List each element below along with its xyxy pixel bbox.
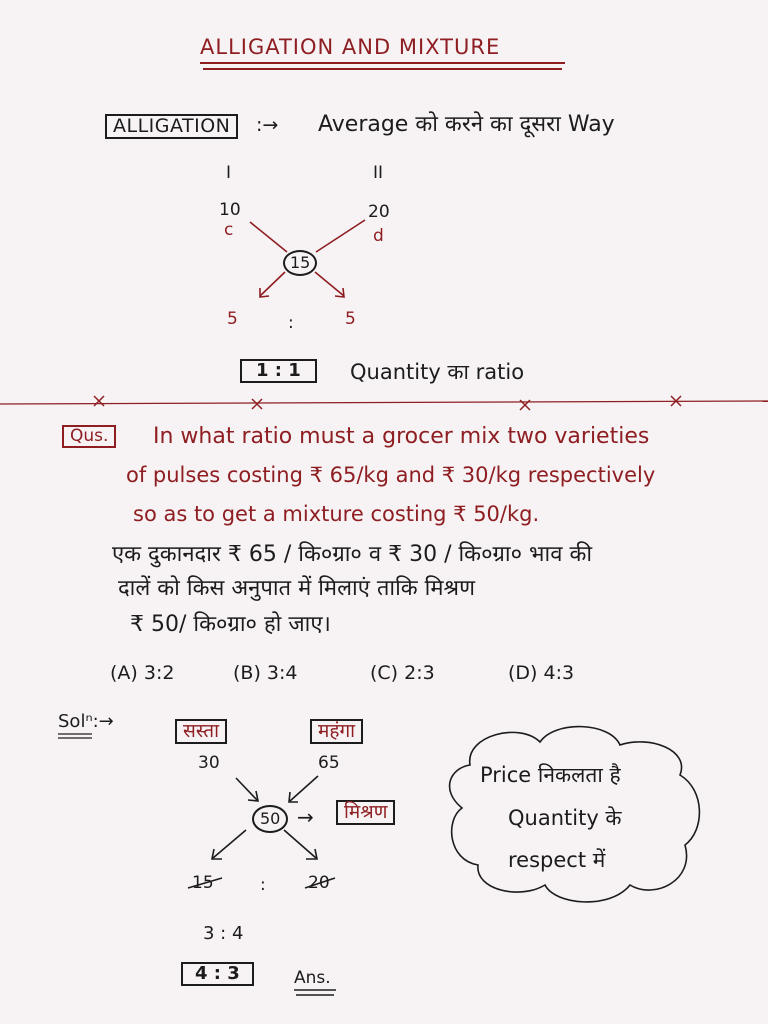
alligation-label: ALLIGATION <box>105 114 239 139</box>
option-b: (B) 3:4 <box>233 662 298 684</box>
solution-difference-left: 15 <box>192 873 214 893</box>
option-d: (D) 4:3 <box>508 662 575 684</box>
page-title: ALLIGATION AND MIXTURE <box>200 35 501 59</box>
answer-box: 4 : 3 <box>181 962 254 986</box>
question-hindi-line-3: ₹ 50/ कि०ग्रा० हो जाए। <box>130 612 331 637</box>
alligation-arrow: :→ <box>256 114 279 136</box>
question-line-2: of pulses costing ₹ 65/kg and ₹ 30/kg re… <box>126 463 656 487</box>
cheap-value: 30 <box>198 753 220 773</box>
solution-difference-right: 20 <box>308 873 330 893</box>
answer-label: Ans. <box>294 968 331 988</box>
question-line-1: In what ratio must a grocer mix two vari… <box>153 424 650 449</box>
mixture-arrow: → <box>297 805 314 829</box>
difference-right: 5 <box>345 309 356 329</box>
column-1-label: I <box>226 163 232 183</box>
cloud-note-line-2: Quantity के <box>508 806 622 830</box>
column-1-variable: c <box>224 220 234 240</box>
ratio-caption: Quantity का ratio <box>350 360 525 384</box>
ratio-box: 1 : 1 <box>240 359 317 383</box>
solution-mean-circle: 50 <box>252 805 289 833</box>
mixture-label-box: मिश्रण <box>336 800 396 825</box>
column-2-variable: d <box>373 226 384 246</box>
solution-label: Solⁿ:→ <box>58 711 114 732</box>
mean-value-circle: 15 <box>283 250 318 276</box>
column-2-label: II <box>373 163 384 183</box>
simplified-ratio: 3 : 4 <box>203 923 244 944</box>
question-hindi-line-2: दालें को किस अनुपात में मिलाएं ताकि मिश्… <box>118 576 476 601</box>
cheap-label-box: सस्ता <box>175 719 227 744</box>
column-2-value: 20 <box>368 202 390 222</box>
cloud-note-line-3: respect में <box>508 848 606 872</box>
option-a: (A) 3:2 <box>110 662 175 684</box>
option-c: (C) 2:3 <box>370 662 435 684</box>
question-hindi-line-1: एक दुकानदार ₹ 65 / कि०ग्रा० व ₹ 30 / कि०… <box>112 542 593 567</box>
costly-value: 65 <box>318 753 340 773</box>
question-line-3: so as to get a mixture costing ₹ 50/kg. <box>133 502 540 526</box>
question-label: Qus. <box>62 425 117 448</box>
costly-label-box: महंगा <box>310 719 364 744</box>
solution-difference-colon: : <box>260 875 266 895</box>
cloud-note-line-1: Price निकलता है <box>480 763 621 787</box>
column-1-value: 10 <box>219 200 241 220</box>
alligation-description: Average को करने का दूसरा Way <box>318 112 615 137</box>
difference-colon: : <box>288 313 294 333</box>
difference-left: 5 <box>227 309 238 329</box>
